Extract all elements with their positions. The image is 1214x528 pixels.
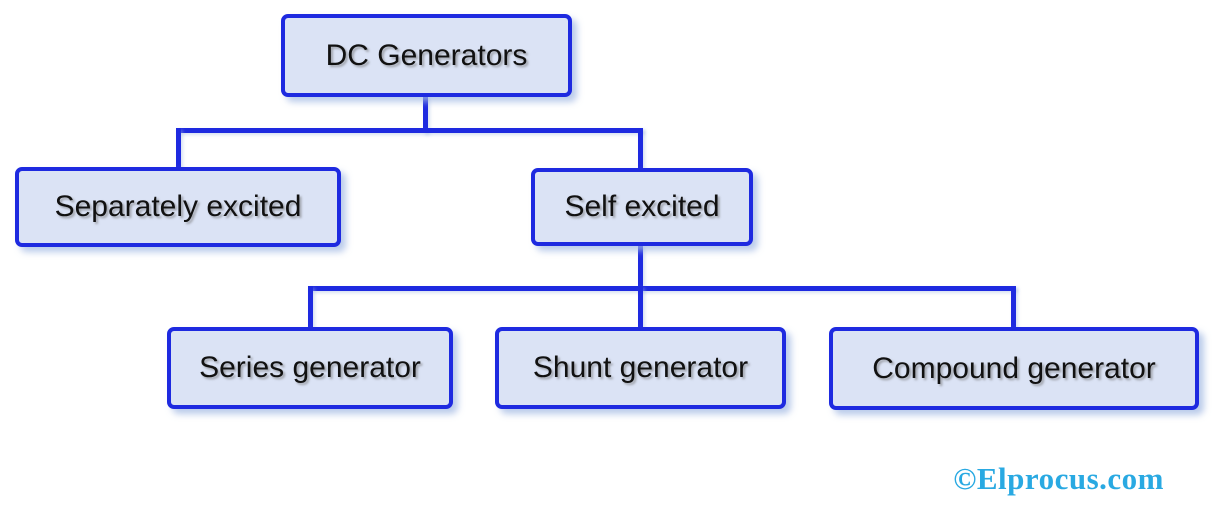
node-separately-excited: Separately excited <box>15 167 341 247</box>
connector-drop-separately-excited <box>176 128 181 170</box>
connector-drop-compound-generator <box>1011 286 1016 330</box>
connector-self-excited-stem <box>638 244 643 291</box>
node-shunt-generator: Shunt generator <box>495 327 786 409</box>
node-series-generator: Series generator <box>167 327 453 409</box>
node-compound-generator: Compound generator <box>829 327 1199 410</box>
connector-drop-self-excited <box>638 128 643 171</box>
connector-drop-shunt-generator <box>638 286 643 330</box>
connector-drop-series-generator <box>308 286 313 330</box>
connector-level2-horizontal <box>308 286 1016 291</box>
node-dc-generators: DC Generators <box>281 14 572 97</box>
connector-level1-horizontal <box>176 128 643 133</box>
watermark-text: ©Elprocus.com <box>953 461 1164 496</box>
node-self-excited: Self excited <box>531 168 753 246</box>
connector-root-stem <box>423 95 428 133</box>
